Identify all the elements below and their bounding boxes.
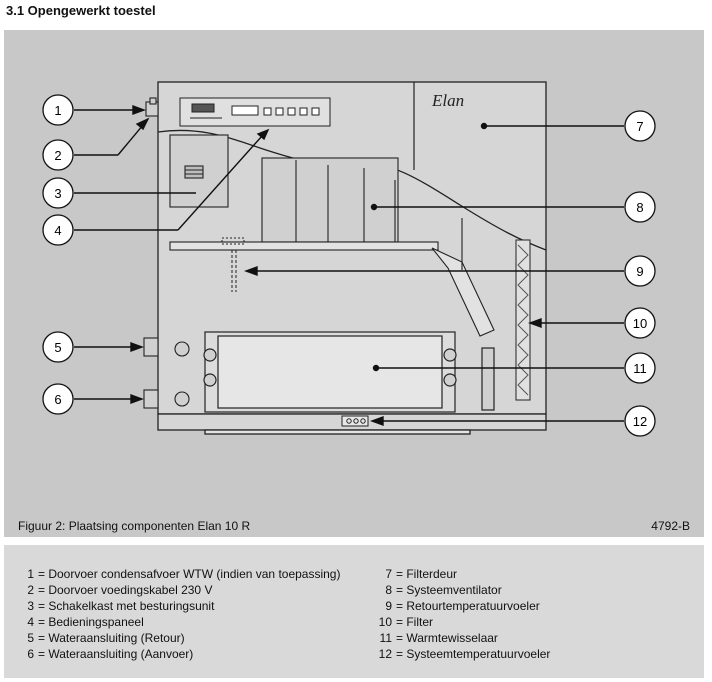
svg-text:11: 11 bbox=[633, 361, 647, 376]
svg-text:6: 6 bbox=[54, 392, 61, 407]
legend-item-4: 4= Bedieningspaneel bbox=[27, 615, 144, 629]
callout-1: 1 bbox=[42, 94, 74, 126]
callout-6: 6 bbox=[42, 383, 74, 415]
filter bbox=[515, 239, 531, 401]
legend-item-7: 7= Filterdeur bbox=[385, 567, 458, 581]
heat-exchanger bbox=[203, 331, 495, 413]
svg-text:7: 7 bbox=[636, 119, 643, 134]
section-title: 3.1 Opengewerkt toestel bbox=[6, 3, 156, 18]
legend-item-1: 1= Doorvoer condensafvoer WTW (indien va… bbox=[27, 567, 341, 581]
svg-text:2: 2 bbox=[54, 148, 61, 163]
callouts: 1 2 3 4 5 6 7 8 9 10 11 12 bbox=[42, 94, 656, 437]
svg-text:9: 9 bbox=[636, 264, 643, 279]
legend-item-10: 10= Filter bbox=[378, 615, 434, 629]
legend-item-9: 9= Retourtemperatuurvoeler bbox=[385, 599, 540, 613]
callout-11: 11 bbox=[624, 352, 656, 384]
figure-code: 4792-B bbox=[651, 519, 690, 533]
callout-2: 2 bbox=[42, 139, 74, 171]
figure-caption: Figuur 2: Plaatsing componenten Elan 10 … bbox=[18, 519, 251, 533]
leader-lines bbox=[74, 105, 624, 426]
svg-text:1: 1 bbox=[54, 103, 61, 118]
control-panel bbox=[179, 97, 331, 127]
legend-panel: 1= Doorvoer condensafvoer WTW (indien va… bbox=[4, 545, 704, 678]
callout-8: 8 bbox=[624, 191, 656, 223]
legend-item-2: 2= Doorvoer voedingskabel 230 V bbox=[27, 583, 213, 597]
callout-10: 10 bbox=[624, 307, 656, 339]
svg-text:10: 10 bbox=[633, 316, 647, 331]
brand-logo: Elan bbox=[431, 91, 464, 110]
callout-9: 9 bbox=[624, 255, 656, 287]
svg-text:12: 12 bbox=[633, 414, 647, 429]
svg-text:8: 8 bbox=[636, 200, 643, 215]
svg-text:5: 5 bbox=[54, 340, 61, 355]
callout-12: 12 bbox=[624, 405, 656, 437]
svg-text:3: 3 bbox=[54, 186, 61, 201]
switch-box bbox=[169, 134, 229, 208]
legend-item-11: 11= Warmtewisselaar bbox=[379, 631, 498, 645]
legend-item-6: 6= Wateraansluiting (Aanvoer) bbox=[27, 647, 194, 661]
system-temp-sensor bbox=[341, 415, 369, 427]
callout-4: 4 bbox=[42, 214, 74, 246]
figure-diagram: Elan bbox=[4, 30, 704, 537]
system-fan bbox=[169, 157, 495, 337]
legend-item-3: 3= Schakelkast met besturingsunit bbox=[27, 599, 215, 613]
filter-door: Elan bbox=[413, 82, 464, 170]
callout-7: 7 bbox=[624, 110, 656, 142]
legend-item-5: 5= Wateraansluiting (Retour) bbox=[27, 631, 185, 645]
legend-item-12: 12= Systeemtemperatuurvoeler bbox=[378, 647, 551, 661]
callout-3: 3 bbox=[42, 177, 74, 209]
legend-item-8: 8= Systeemventilator bbox=[385, 583, 502, 597]
return-temp-sensor bbox=[221, 237, 245, 292]
callout-5: 5 bbox=[42, 331, 74, 363]
passthroughs bbox=[143, 97, 190, 409]
svg-text:4: 4 bbox=[54, 223, 61, 238]
